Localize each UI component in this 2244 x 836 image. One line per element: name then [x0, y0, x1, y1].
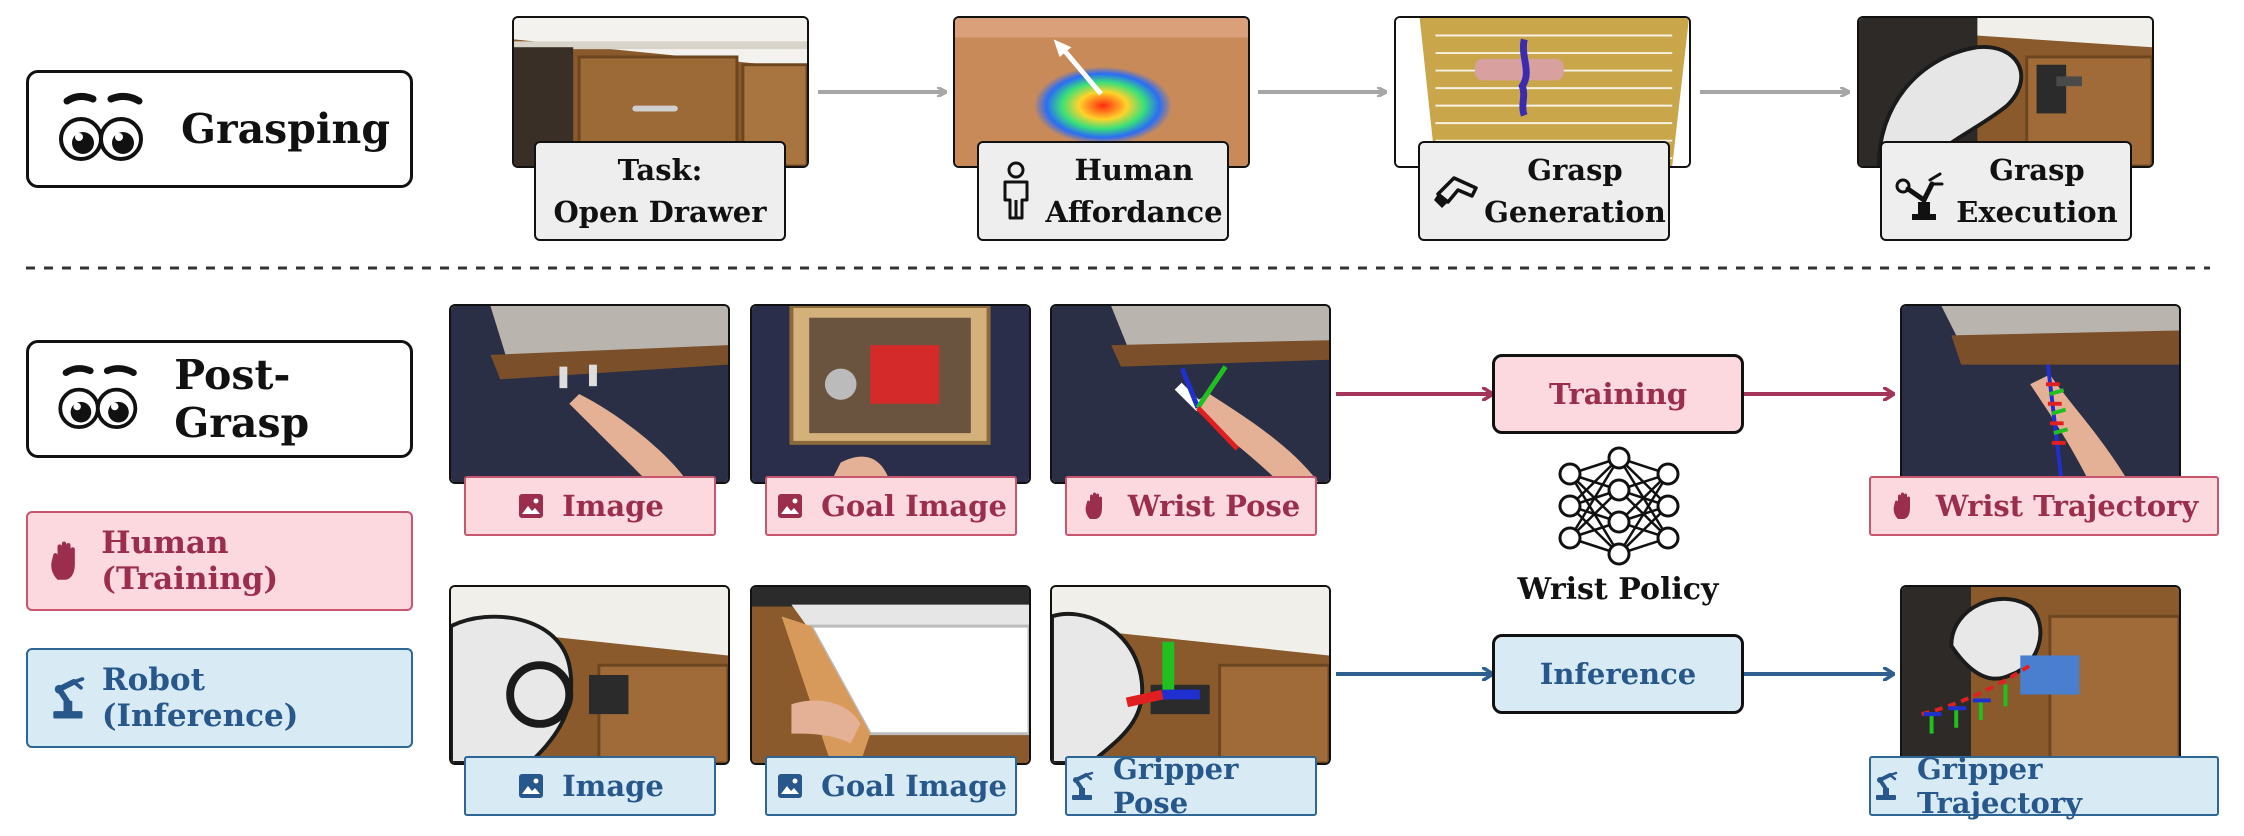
human-goal-image-thumb [750, 304, 1031, 484]
step-affordance-line2: Affordance [1045, 195, 1223, 229]
image-icon [516, 491, 546, 521]
legend-robot-inference: Robot (Inference) [26, 648, 413, 748]
human-wrist-pose-tag: Wrist Pose [1065, 476, 1317, 536]
training-label: Training [1548, 377, 1688, 411]
robot-arm-icon [46, 676, 90, 720]
hand-icon [46, 539, 89, 583]
gripper-trajectory-thumb [1900, 585, 2181, 765]
gripper-trajectory-label: Gripper Trajectory [1917, 752, 2083, 820]
robot-image-tag: Image [464, 756, 716, 816]
step-generation-line1: Grasp [1527, 152, 1623, 187]
robot-gripper-pose-thumb [1050, 585, 1331, 765]
post-grasp-phase-box: Post-Grasp [26, 340, 413, 458]
step-task-line2: Open Drawer [553, 195, 767, 229]
image-icon [516, 771, 546, 801]
robot-arm-icon [1871, 771, 1901, 801]
wrist-trajectory-tag: Wrist Trajectory [1869, 476, 2219, 536]
robot-goal-image-label: Goal Image [821, 769, 1007, 803]
legend-robot-label: Robot (Inference) [101, 662, 299, 734]
step-execution-line1: Grasp [1989, 152, 2085, 187]
human-goal-image-label: Goal Image [821, 489, 1007, 523]
robot-image-thumb [449, 585, 730, 765]
eyes-icon [49, 349, 152, 449]
neural-network-icon [1558, 446, 1680, 566]
human-image-thumb [449, 304, 730, 484]
step-grasp-generation: Grasp Generation [1418, 141, 1670, 241]
robot-goal-image-thumb [750, 585, 1031, 765]
post-grasp-label: Post-Grasp [174, 351, 310, 447]
step-task-line1: Task: [617, 152, 703, 187]
eyes-icon [49, 79, 159, 179]
wrist-policy-label: Wrist Policy [1517, 572, 1719, 607]
robot-gripper-pose-tag: Gripper Pose [1065, 752, 1317, 820]
human-wrist-pose-thumb [1050, 304, 1331, 484]
image-icon [775, 491, 805, 521]
step-task: Task: Open Drawer [534, 141, 786, 241]
robot-image-label: Image [562, 769, 664, 803]
gripper-trajectory-tag: Gripper Trajectory [1869, 752, 2219, 820]
step-human-affordance: Human Affordance [977, 141, 1229, 241]
image-icon [775, 771, 805, 801]
human-goal-image-tag: Goal Image [765, 476, 1017, 536]
robot-arm-icon [1067, 771, 1097, 801]
step-grasp-execution: Grasp Execution [1880, 141, 2132, 241]
human-wrist-pose-label: Wrist Pose [1127, 489, 1301, 523]
person-icon [1003, 161, 1029, 220]
wrist-trajectory-label: Wrist Trajectory [1935, 489, 2199, 523]
wrist-trajectory-thumb [1900, 304, 2181, 484]
training-box: Training [1492, 354, 1744, 434]
step-generation-line2: Generation [1484, 195, 1666, 229]
grasping-phase-box: Grasping [26, 70, 413, 188]
inference-box: Inference [1492, 634, 1744, 714]
step-affordance-line1: Human [1074, 152, 1194, 187]
hand-icon [1890, 491, 1920, 521]
legend-human-training: Human (Training) [26, 511, 413, 611]
robot-gripper-pose-label: Gripper Pose [1113, 752, 1239, 820]
human-image-label: Image [562, 489, 664, 523]
legend-human-label: Human (Training) [101, 525, 279, 597]
robot-arm-icon [1895, 172, 1944, 220]
step-execution-line2: Execution [1956, 195, 2118, 229]
gripper-icon [1434, 176, 1478, 208]
inference-label: Inference [1539, 657, 1697, 691]
human-image-tag: Image [464, 476, 716, 536]
grasping-label: Grasping [181, 105, 390, 153]
hand-icon [1082, 491, 1112, 521]
robot-goal-image-tag: Goal Image [765, 756, 1017, 816]
